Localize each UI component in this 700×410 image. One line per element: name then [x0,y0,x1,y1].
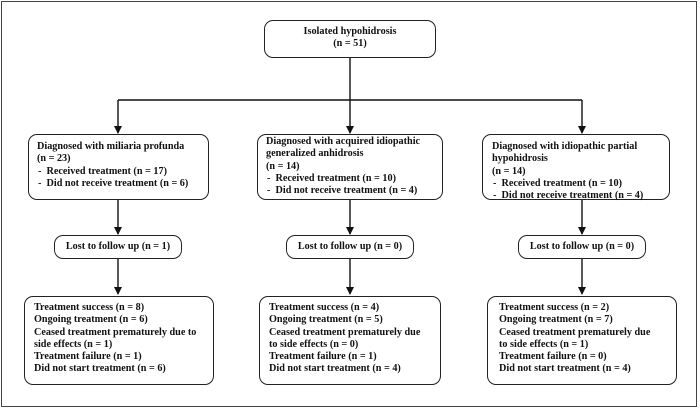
diagnosis-box-acquired-idiopathic-generalized-anhidrosis: Diagnosed with acquired idiopathic gener… [257,134,443,200]
followup-label: Lost to follow up (n = 0) [529,241,635,252]
outcome-line: Treatment failure (n = 1) [34,351,142,363]
outcome-box-2: Treatment success (n = 4) Ongoing treatm… [259,296,441,385]
outcome-line: Ceased treatment prematurely due to [34,326,197,338]
outcome-box-1: Treatment success (n = 8) Ongoing treatm… [24,296,214,385]
diagnosis-item: Did not receive treatment (n = 6) [37,178,208,190]
diagnosis-title: Diagnosed with idiopathic partial [492,141,638,152]
diagnosis-title: Diagnosed with acquired idiopathic [266,136,421,147]
diagnosis-count: (n = 23) [37,153,71,165]
diagnosis-count: (n = 14) [492,165,526,177]
diagnosis-title: Diagnosed with miliaria profunda [37,141,185,152]
followup-box-2: Lost to follow up (n = 0) [286,235,414,259]
outcome-line: to side effects (n = 0) [269,338,359,350]
outcome-line: to side effects (n = 1) [499,338,589,350]
outcome-line: Treatment success (n = 2) [499,302,610,313]
outcome-line: Did not start treatment (n = 6) [34,363,166,375]
diagnosis-item: Did not receive treatment (n = 4) [266,185,442,197]
outcome-line: Ongoing treatment (n = 5) [269,314,383,326]
outcome-line: Did not start treatment (n = 4) [499,363,631,375]
outcome-line: Treatment failure (n = 0) [499,351,607,363]
root-title: Isolated hypohidrosis [303,26,397,37]
diagnosis-item: Received treatment (n = 10) [266,173,442,185]
outcome-line: Treatment success (n = 8) [34,302,145,313]
outcome-box-3: Treatment success (n = 2) Ongoing treatm… [487,296,677,385]
diagnosis-item: Received treatment (n = 17) [37,166,208,178]
followup-box-3: Lost to follow up (n = 0) [518,235,646,259]
root-count: (n = 51) [333,38,367,50]
outcome-line: side effects (n = 1) [34,338,113,350]
outcome-line: Treatment success (n = 4) [269,302,380,313]
diagnosis-box-miliaria-profunda: Diagnosed with miliaria profunda (n = 23… [28,134,209,200]
outcome-line: Ceased treatment prematurely due [269,326,421,338]
followup-label: Lost to follow up (n = 1) [65,241,171,252]
outcome-line: Ongoing treatment (n = 6) [34,314,148,326]
outcome-line: Treatment failure (n = 1) [269,351,377,363]
diagnosis-item: Did not receive treatment (n = 4) [492,190,669,202]
diagnosis-item: Received treatment (n = 10) [492,178,669,190]
outcome-line: Did not start treatment (n = 4) [269,363,401,375]
followup-label: Lost to follow up (n = 0) [297,241,403,252]
diagnosis-box-idiopathic-partial-hypohidrosis: Diagnosed with idiopathic partial hypohi… [482,134,670,202]
outcome-line: Ongoing treatment (n = 7) [499,314,613,326]
followup-box-1: Lost to follow up (n = 1) [54,235,182,259]
diagnosis-title: generalized anhidrosis [266,148,364,160]
diagnosis-count: (n = 14) [266,160,300,172]
outcome-line: Ceased treatment prematurely due [499,326,651,338]
root-box: Isolated hypohidrosis (n = 51) [264,20,436,58]
diagnosis-title: hypohidrosis [492,153,548,165]
